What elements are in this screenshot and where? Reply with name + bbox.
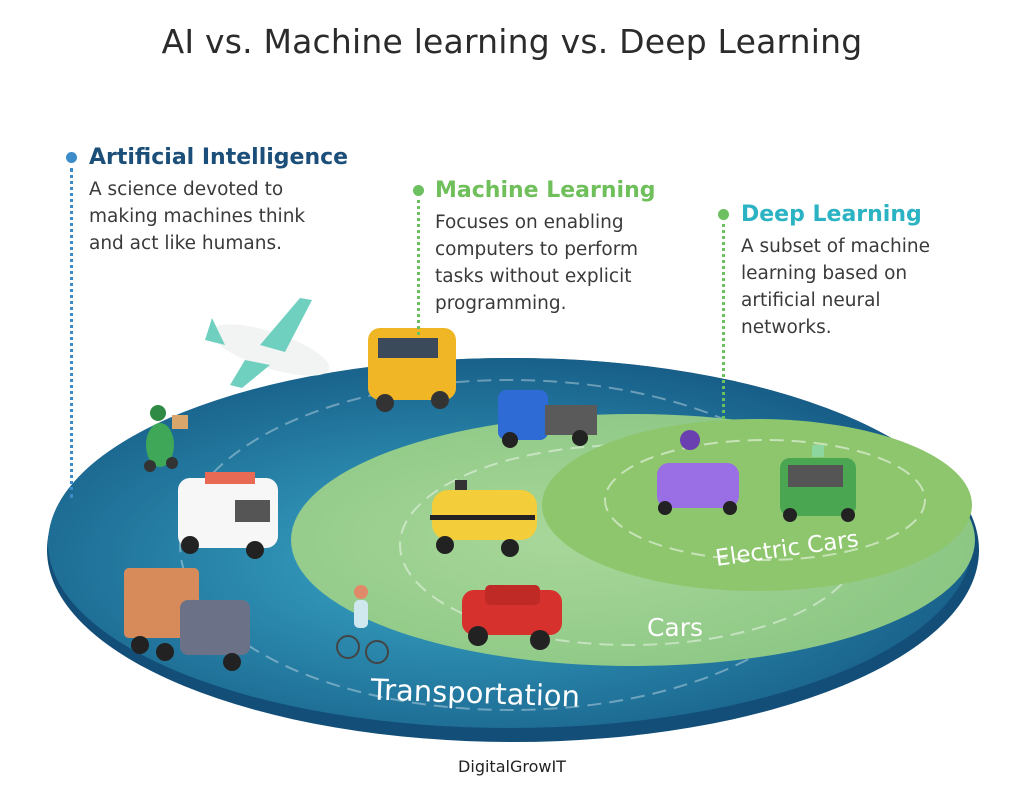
ai-connector-line xyxy=(70,168,73,498)
ai-bullet-dot xyxy=(66,152,77,163)
ai-desc-line: making machines think xyxy=(89,206,306,227)
ai-desc-line: and act like humans. xyxy=(89,233,282,254)
ml-desc-line: programming. xyxy=(435,293,567,314)
dl-desc-line: A subset of machine xyxy=(741,236,931,257)
dl-desc-line: artificial neural xyxy=(741,290,881,311)
dl-block: Deep Learning A subset of machine learni… xyxy=(741,201,930,341)
school-bus-icon xyxy=(368,328,456,412)
ml-description: Focuses on enabling computers to perform… xyxy=(435,209,655,317)
dl-connector-line xyxy=(722,224,725,419)
electric-green-car-icon xyxy=(780,445,856,522)
ml-desc-line: Focuses on enabling xyxy=(435,212,624,233)
ai-heading: Artificial Intelligence xyxy=(89,145,349,170)
ml-bullet-dot xyxy=(413,185,424,196)
dl-desc-line: learning based on xyxy=(741,263,908,284)
footer-brand: DigitalGrowIT xyxy=(458,757,566,776)
ring-label-cars: Cars xyxy=(647,613,703,642)
delivery-truck-icon xyxy=(124,568,250,671)
electric-purple-car-icon xyxy=(657,430,739,515)
ml-desc-line: tasks without explicit xyxy=(435,266,632,287)
electric-cars-ring xyxy=(542,419,972,591)
dl-bullet-dot xyxy=(718,209,729,220)
airplane-icon xyxy=(205,298,330,388)
ml-connector-line xyxy=(417,200,420,335)
ai-block: Artificial Intelligence A science devote… xyxy=(89,144,348,257)
ml-heading: Machine Learning xyxy=(435,178,656,203)
ai-description: A science devoted to making machines thi… xyxy=(89,176,348,257)
ring-label-transportation: Transportation xyxy=(369,672,580,713)
page-title: AI vs. Machine learning vs. Deep Learnin… xyxy=(161,22,863,61)
ml-desc-line: computers to perform xyxy=(435,239,639,260)
dl-description: A subset of machine learning based on ar… xyxy=(741,233,930,341)
ai-desc-line: A science devoted to xyxy=(89,179,284,200)
ml-block: Machine Learning Focuses on enabling com… xyxy=(435,177,655,317)
dl-desc-line: networks. xyxy=(741,317,832,338)
taxi-icon xyxy=(430,480,537,557)
pickup-truck-icon xyxy=(498,390,597,448)
scooter-icon xyxy=(144,405,188,472)
ambulance-icon xyxy=(178,472,278,559)
red-car-icon xyxy=(462,585,562,650)
cyclist-icon xyxy=(336,585,389,664)
dl-heading: Deep Learning xyxy=(741,202,922,227)
